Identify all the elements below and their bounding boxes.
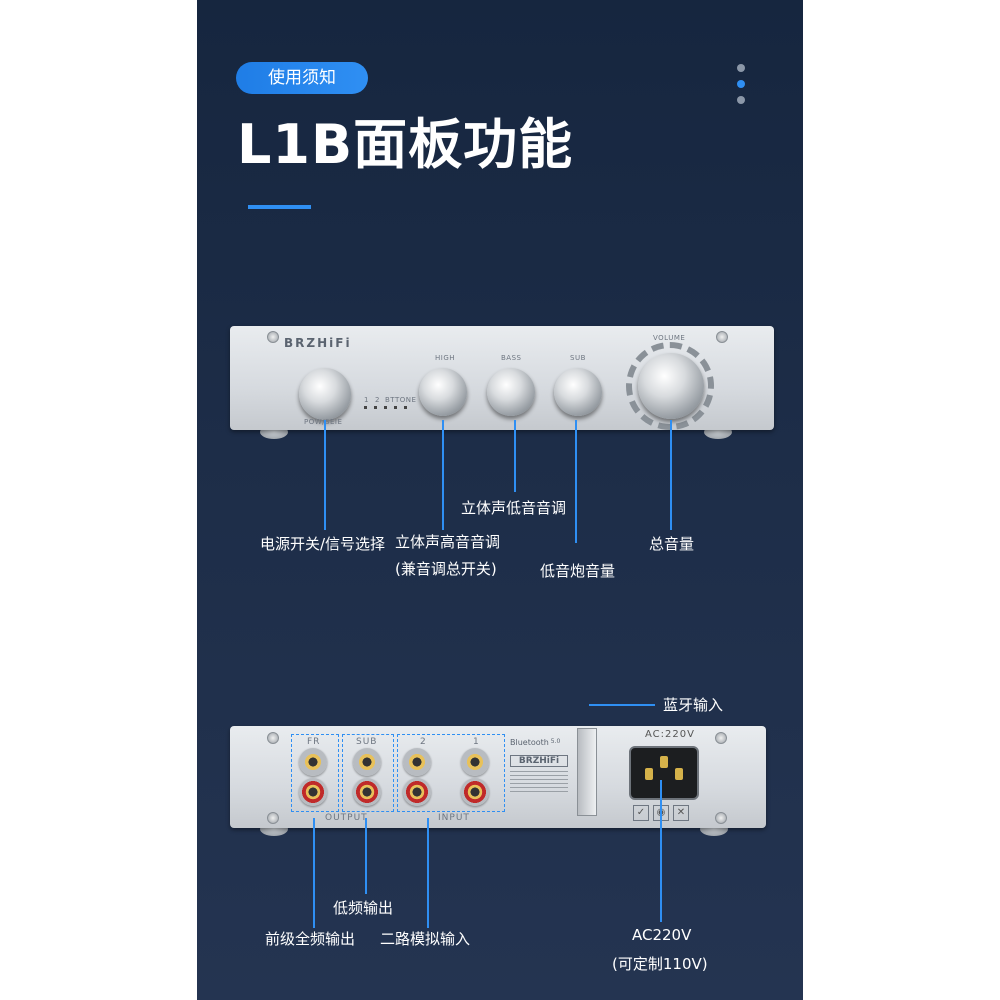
rca-fr-right[interactable] <box>299 778 327 806</box>
page-dot[interactable] <box>737 64 745 72</box>
output-label: OUTPUT <box>325 813 368 823</box>
rohs-icon: ✓ <box>633 805 649 821</box>
callout-line <box>324 420 326 530</box>
led-label: 1 <box>364 396 369 404</box>
screw <box>267 732 279 744</box>
callout-line <box>575 420 577 543</box>
screw <box>715 812 727 824</box>
volume-knob[interactable] <box>638 353 704 419</box>
title-underline <box>248 205 311 209</box>
callout-bluetooth-input: 蓝牙输入 <box>663 696 724 714</box>
callout-treble-note: (兼音调总开关) <box>395 560 497 578</box>
screw <box>267 331 279 343</box>
callout-treble: 立体声高音音调 <box>395 533 501 551</box>
page-dot[interactable] <box>737 96 745 104</box>
power-select-knob[interactable] <box>299 368 351 420</box>
callout-analog-input: 二路模拟输入 <box>380 930 471 948</box>
bass-knob[interactable] <box>487 368 535 416</box>
usage-notice-badge: 使用须知 <box>236 62 368 94</box>
input2-label: 2 <box>420 737 427 747</box>
ac-label: AC:220V <box>645 729 695 740</box>
callout-line <box>589 704 655 706</box>
callout-power-select: 电源开关/信号选择 <box>260 535 386 553</box>
volume-label: VOLUME <box>653 334 686 342</box>
rear-brand: BRZHiFi <box>510 755 568 767</box>
input-group <box>397 734 505 812</box>
bluetooth-antenna-module[interactable] <box>577 728 597 816</box>
rca-fr-left[interactable] <box>299 748 327 776</box>
rca-sub-left[interactable] <box>353 748 381 776</box>
callout-line <box>365 818 367 894</box>
front-panel-device: BRZHiFi POW/SEIE 1 2 BT TONE HIGH BASS S… <box>230 326 774 430</box>
socket-pin <box>675 768 683 780</box>
warning-text <box>510 771 568 793</box>
callout-bass: 立体声低音音调 <box>461 499 567 517</box>
high-knob[interactable] <box>419 368 467 416</box>
socket-pin <box>645 768 653 780</box>
sub-output-group <box>342 734 394 812</box>
callout-line <box>514 420 516 492</box>
fr-output-group <box>291 734 339 812</box>
rca-in1-right[interactable] <box>461 778 489 806</box>
socket-pin <box>660 756 668 768</box>
callout-full-output: 前级全频输出 <box>265 930 356 948</box>
pagination-dots <box>737 64 747 112</box>
screw <box>715 732 727 744</box>
high-label: HIGH <box>435 354 456 362</box>
bluetooth-sticker: Bluetooth 5.0 BRZHiFi <box>510 738 568 800</box>
sub-label: SUB <box>356 737 378 747</box>
bass-label: BASS <box>501 354 522 362</box>
callout-sub-output: 低频输出 <box>333 899 394 917</box>
callout-sub-volume: 低音炮音量 <box>540 562 616 580</box>
rca-in2-right[interactable] <box>403 778 431 806</box>
led-label: 2 <box>375 396 380 404</box>
brand-logo: BRZHiFi <box>284 336 352 350</box>
rca-in1-left[interactable] <box>461 748 489 776</box>
ac-power-socket[interactable] <box>629 746 699 800</box>
sub-knob[interactable] <box>554 368 602 416</box>
callout-ac-note: (可定制110V) <box>612 955 708 973</box>
screw <box>267 812 279 824</box>
callout-ac: AC220V <box>632 926 692 944</box>
callout-master-volume: 总音量 <box>649 535 695 553</box>
page-dot-active[interactable] <box>737 80 745 88</box>
led-label: BT <box>385 396 396 404</box>
page-title: L1B面板功能 <box>237 113 574 176</box>
rca-in2-left[interactable] <box>403 748 431 776</box>
sub-label: SUB <box>570 354 586 362</box>
callout-line <box>427 818 429 928</box>
led-indicators <box>364 406 408 409</box>
recycle-bin-icon: ✕ <box>673 805 689 821</box>
led-label: TONE <box>395 396 417 404</box>
fr-label: FR <box>307 737 321 747</box>
callout-line <box>670 420 672 530</box>
bluetooth-label: Bluetooth <box>510 738 549 747</box>
callout-line <box>660 780 662 922</box>
pow-label: POW/SEIE <box>304 418 342 426</box>
product-panel: 使用须知 L1B面板功能 BRZHiFi POW/SEIE 1 2 BT TON… <box>197 0 803 1000</box>
rca-sub-right[interactable] <box>353 778 381 806</box>
bluetooth-version: 5.0 <box>550 738 561 745</box>
callout-line <box>442 420 444 530</box>
input1-label: 1 <box>473 737 480 747</box>
screw <box>716 331 728 343</box>
callout-line <box>313 818 315 928</box>
input-label: INPUT <box>438 813 470 823</box>
